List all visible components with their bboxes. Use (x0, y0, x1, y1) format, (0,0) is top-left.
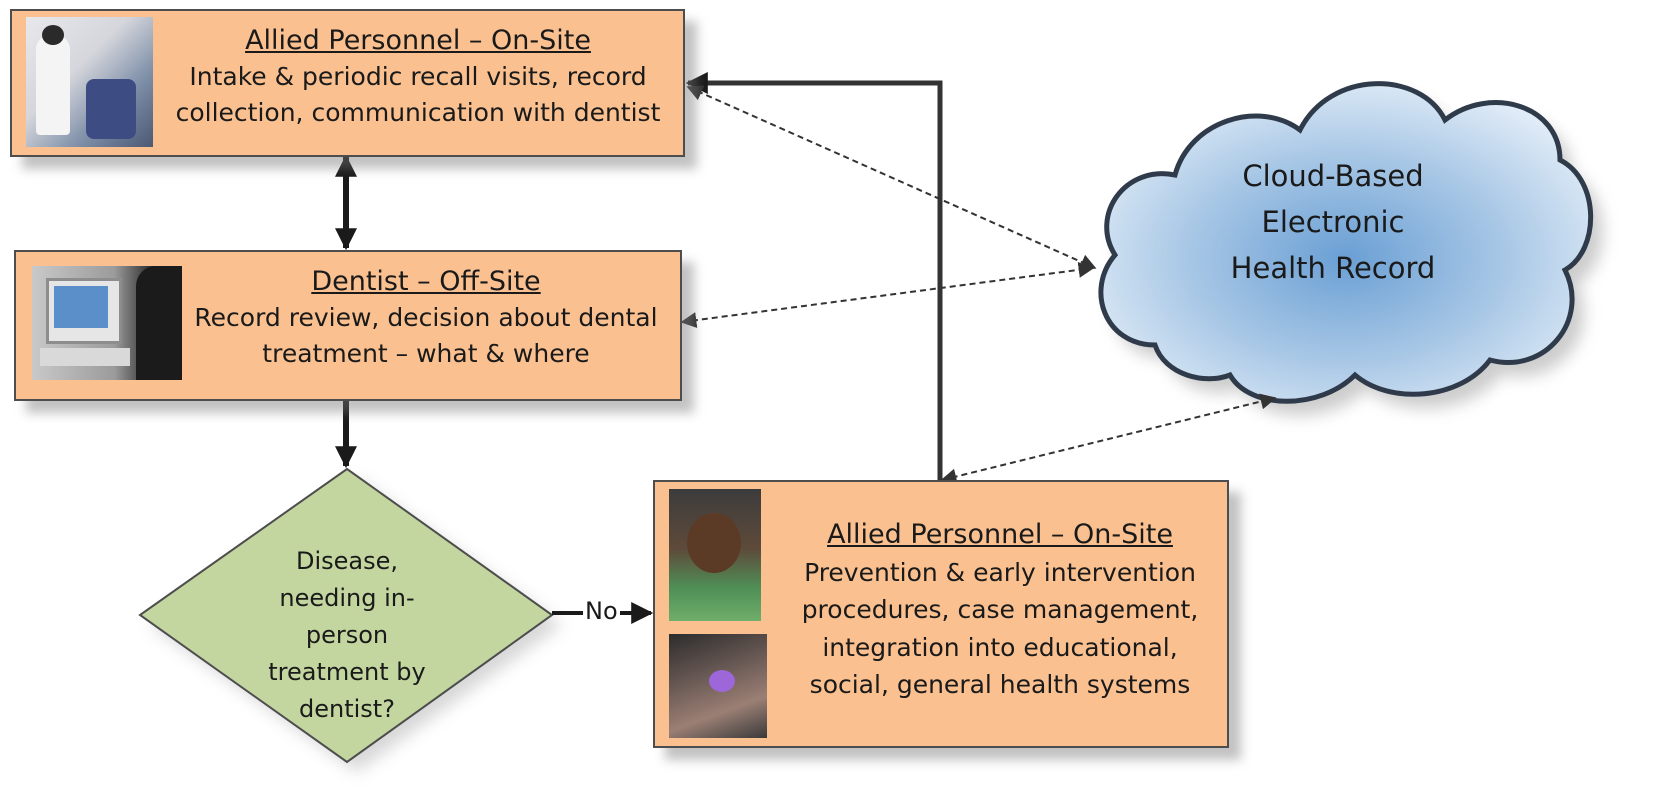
decision-text: Disease, needing in-person treatment by … (268, 547, 426, 723)
dental-exam-photo (26, 17, 153, 147)
child-patient-photo (669, 489, 761, 621)
dashed-link-box2-cloud (680, 261, 1095, 329)
box2-body: Record review, decision about dental tre… (194, 303, 658, 368)
allied-personnel-prevention-box: Allied Personnel – On-Site Prevention & … (653, 480, 1229, 748)
box2-text: Dentist – Off-Site Record review, decisi… (188, 264, 664, 372)
box1-text: Allied Personnel – On-Site Intake & peri… (162, 23, 674, 131)
box1-title: Allied Personnel – On-Site (245, 25, 591, 56)
box3-text: Allied Personnel – On-Site Prevention & … (785, 516, 1215, 704)
cloud-shape (1098, 81, 1594, 404)
arrow-box3-feedback-box1 (685, 72, 943, 480)
box3-body: Prevention & early intervention procedur… (801, 557, 1199, 700)
cloud-text: Cloud-Based Electronic Health Record (1230, 159, 1436, 285)
box2-title: Dentist – Off-Site (311, 266, 541, 297)
decision-diamond (138, 467, 554, 764)
no-label: No (583, 597, 620, 625)
box3-title: Allied Personnel – On-Site (827, 519, 1173, 550)
dashed-link-box1-cloud (686, 85, 1097, 270)
computer-workstation-photo (32, 266, 182, 380)
dentist-offsite-box: Dentist – Off-Site Record review, decisi… (14, 250, 682, 401)
allied-personnel-intake-box: Allied Personnel – On-Site Intake & peri… (10, 9, 685, 157)
box1-body: Intake & periodic recall visits, record … (175, 62, 661, 127)
oral-procedure-photo (669, 634, 767, 738)
dashed-link-box3-cloud (940, 393, 1277, 485)
